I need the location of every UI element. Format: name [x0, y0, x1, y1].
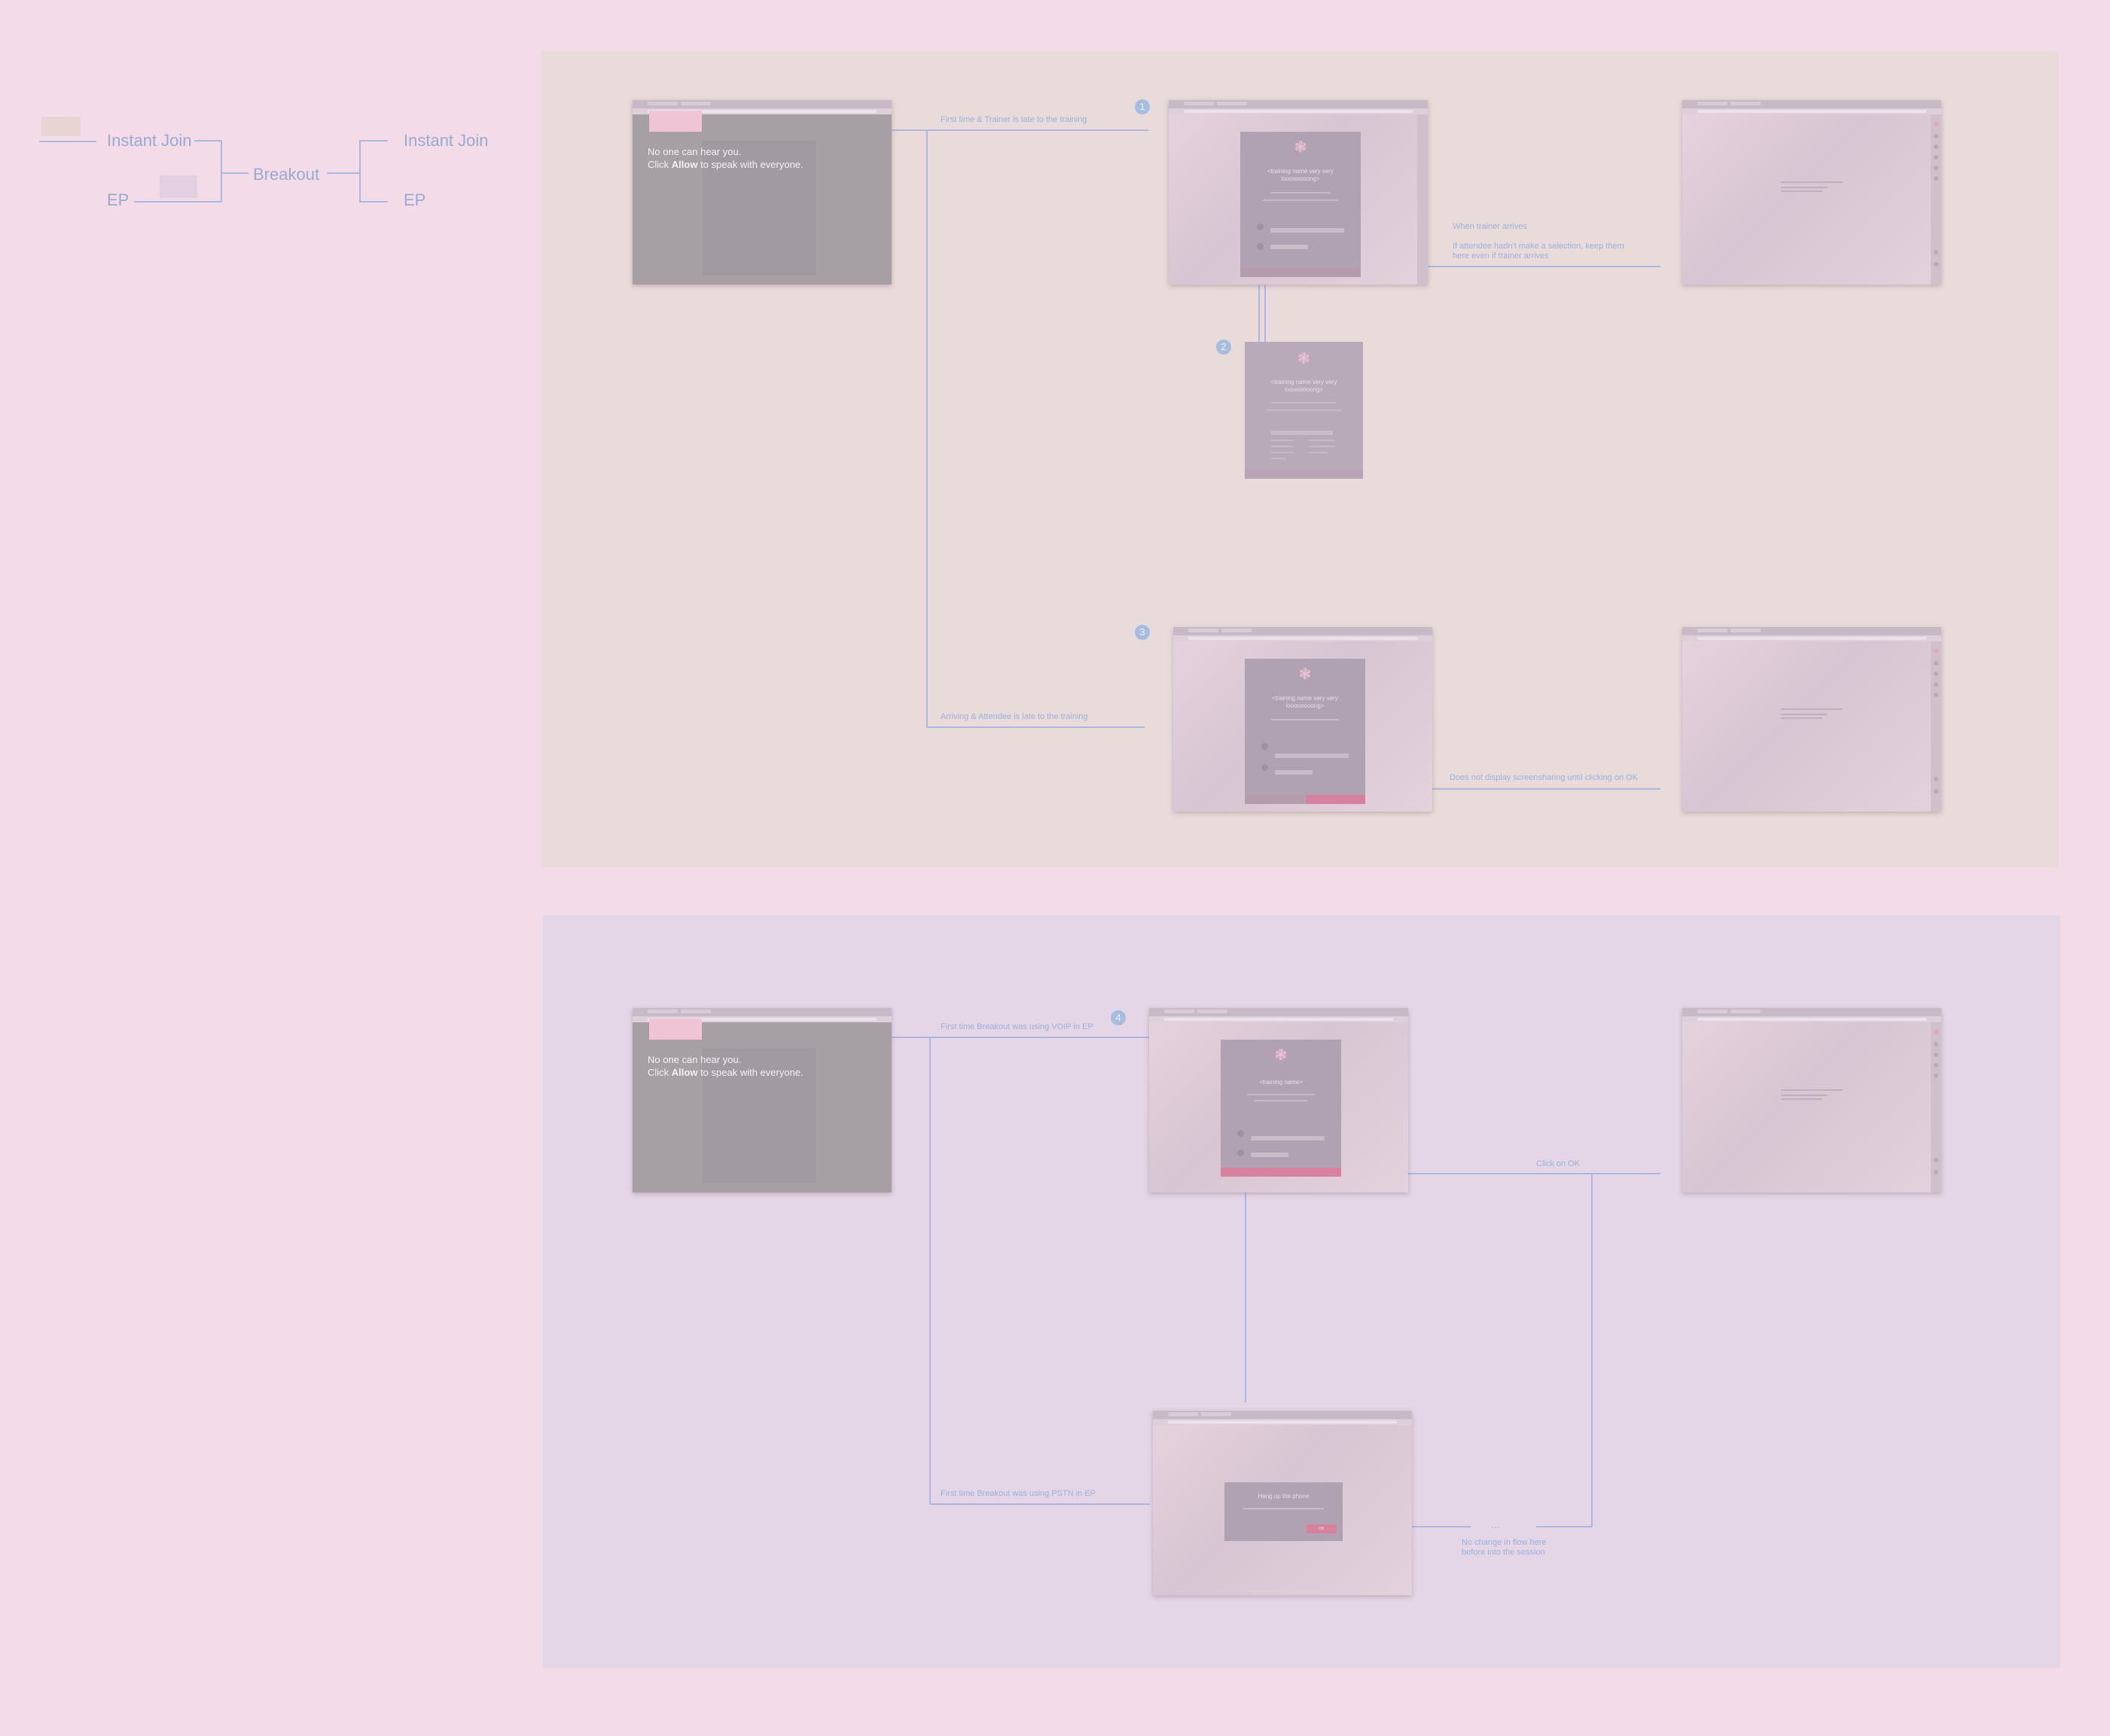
speaker-icon: [1237, 1150, 1244, 1156]
browser-chrome: [633, 100, 892, 108]
detail-footer-button[interactable]: [1245, 470, 1363, 479]
permission-popup: [649, 1019, 702, 1040]
mic-select[interactable]: [1270, 228, 1344, 233]
mic-select[interactable]: [1275, 754, 1349, 758]
speaker-select[interactable]: [1270, 245, 1308, 249]
label-no-change-2: before into the session: [1462, 1548, 1545, 1557]
screen-session-top: [1682, 100, 1941, 285]
training-title: <training name very very loooooooong>: [1267, 168, 1334, 182]
allow-text: Allow: [671, 159, 698, 170]
session-sidebar: [1931, 114, 1941, 285]
dialog-footer-button[interactable]: [1240, 268, 1361, 277]
app-logo-icon: ❃: [1297, 351, 1310, 367]
screen-breakout-voip: ❃ <training name>: [1149, 1008, 1408, 1192]
breakout-dialog: ❃ <training name>: [1221, 1040, 1341, 1177]
screen-audio-permission-top: No one can hear you. Click Allow to spea…: [633, 100, 892, 285]
training-detail-dialog: ❃ <training name very very loooooooong>: [1245, 342, 1363, 479]
legend-breakout: Breakout: [253, 165, 320, 184]
audio-permission-message: No one can hear you. Click Allow to spea…: [648, 145, 803, 171]
speaker-icon: [1257, 243, 1264, 250]
ep-swatch: [160, 175, 197, 198]
label-when-trainer-arrives: When trainer arrives: [1453, 222, 1528, 231]
ellipsis-marker: ...: [1491, 1518, 1500, 1530]
session-sidebar: [1931, 1022, 1941, 1192]
mic-icon: [1257, 224, 1264, 230]
legend-ep-left: EP: [107, 190, 130, 209]
step-badge-4: 4: [1111, 1010, 1126, 1025]
screen-breakout-pstn: Hang up the phone OK: [1153, 1411, 1412, 1595]
step-badge-3: 3: [1135, 625, 1150, 640]
allow-text: Allow: [671, 1067, 698, 1078]
legend-instant-join-left: Instant Join: [107, 131, 192, 150]
breakout-title: <training name>: [1259, 1079, 1303, 1086]
screen-session-bottom: [1682, 1008, 1941, 1192]
hang-up-ok-button[interactable]: OK: [1307, 1524, 1337, 1533]
label-no-screenshare: Does not display screensharing until cli…: [1450, 773, 1639, 782]
training-dialog-late: ❃ <training name very very loooooooong>: [1245, 659, 1365, 804]
legend-instant-join-right: Instant Join: [404, 131, 489, 150]
label-first-time-voip: First time Breakout was using VOIP in EP: [941, 1022, 1093, 1031]
overlay-line-2: Click Allow to speak with everyone.: [648, 159, 803, 170]
training-title-late: <training name very very loooooooong>: [1272, 695, 1338, 709]
app-logo-icon: ❃: [1274, 1047, 1288, 1064]
label-click-ok: Click on OK: [1536, 1159, 1581, 1168]
label-no-selection-2: here even if trainer arrives: [1453, 251, 1549, 260]
permission-popup: [649, 111, 702, 132]
label-arriving-late: Arriving & Attendee is late to the train…: [941, 712, 1088, 721]
training-detail-title: <training name very very loooooooong>: [1270, 379, 1337, 393]
session-sidebar: [1931, 641, 1941, 812]
label-no-selection-1: If attendee hadn't make a selection, kee…: [1453, 242, 1624, 251]
label-first-time-trainer: First time & Trainer is late to the trai…: [941, 115, 1087, 124]
label-no-change-1: No change in flow here: [1462, 1538, 1547, 1547]
screen-training-late: ❃ <training name very very loooooooong>: [1173, 627, 1432, 812]
step-badge-1: 1: [1135, 99, 1150, 114]
mic-select[interactable]: [1251, 1136, 1325, 1141]
ok-button[interactable]: [1221, 1168, 1341, 1177]
audio-permission-message-bottom: No one can hear you. Click Allow to spea…: [648, 1054, 803, 1078]
mic-icon: [1237, 1130, 1244, 1137]
speaker-select[interactable]: [1275, 770, 1313, 775]
ok-button[interactable]: [1306, 795, 1365, 804]
label-first-time-pstn: First time Breakout was using PSTN in EP: [941, 1489, 1096, 1498]
app-logo-icon: ❃: [1294, 139, 1307, 156]
dimmed-dialog: [702, 140, 816, 276]
step-badge-2: 2: [1216, 340, 1231, 355]
hang-up-title: Hang up the phone: [1258, 1493, 1310, 1500]
secondary-button[interactable]: [1245, 795, 1304, 804]
training-dialog: ❃ <training name very very loooooooong>: [1240, 132, 1361, 277]
legend-ep-right: EP: [404, 190, 426, 209]
speaker-icon: [1261, 764, 1268, 771]
app-logo-icon: ❃: [1298, 666, 1312, 683]
mic-icon: [1261, 743, 1268, 750]
hang-up-dialog: Hang up the phone OK: [1224, 1482, 1343, 1541]
dimmed-dialog: [702, 1048, 816, 1183]
instant-join-swatch: [41, 117, 81, 136]
speaker-select[interactable]: [1251, 1153, 1288, 1157]
overlay-line-1: No one can hear you.: [648, 146, 742, 157]
screen-audio-permission-bottom: No one can hear you. Click Allow to spea…: [633, 1008, 892, 1192]
screen-training-waiting: ❃ <training name very very loooooooong>: [1169, 100, 1428, 285]
url-bar: [633, 108, 892, 114]
screen-session-late: [1682, 627, 1941, 812]
